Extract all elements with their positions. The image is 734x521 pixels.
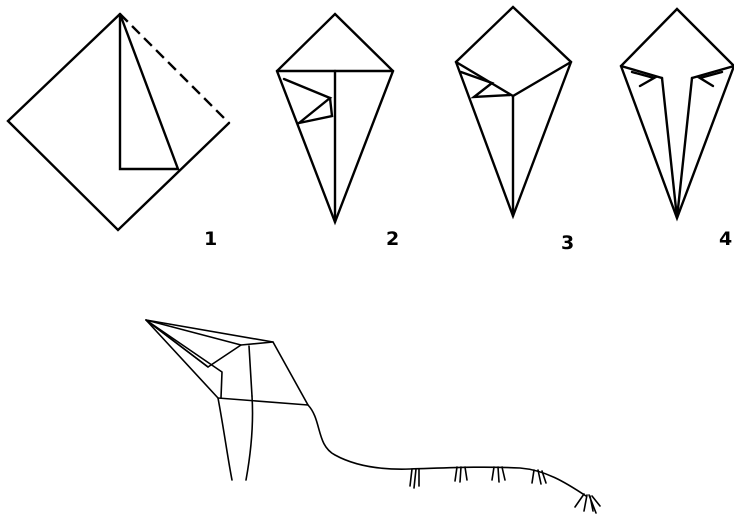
tail-tassel [410, 467, 600, 513]
fold-step-4 [621, 9, 734, 218]
step-number-3: 3 [561, 234, 574, 253]
fold-step-1 [8, 14, 229, 230]
step-number-2: 2 [386, 230, 399, 249]
finished-kite-illustration [146, 320, 600, 513]
fold-step-3 [456, 7, 571, 216]
step-number-4: 4 [719, 230, 732, 249]
step-number-1: 1 [204, 230, 217, 249]
fold-step-2 [277, 14, 393, 222]
